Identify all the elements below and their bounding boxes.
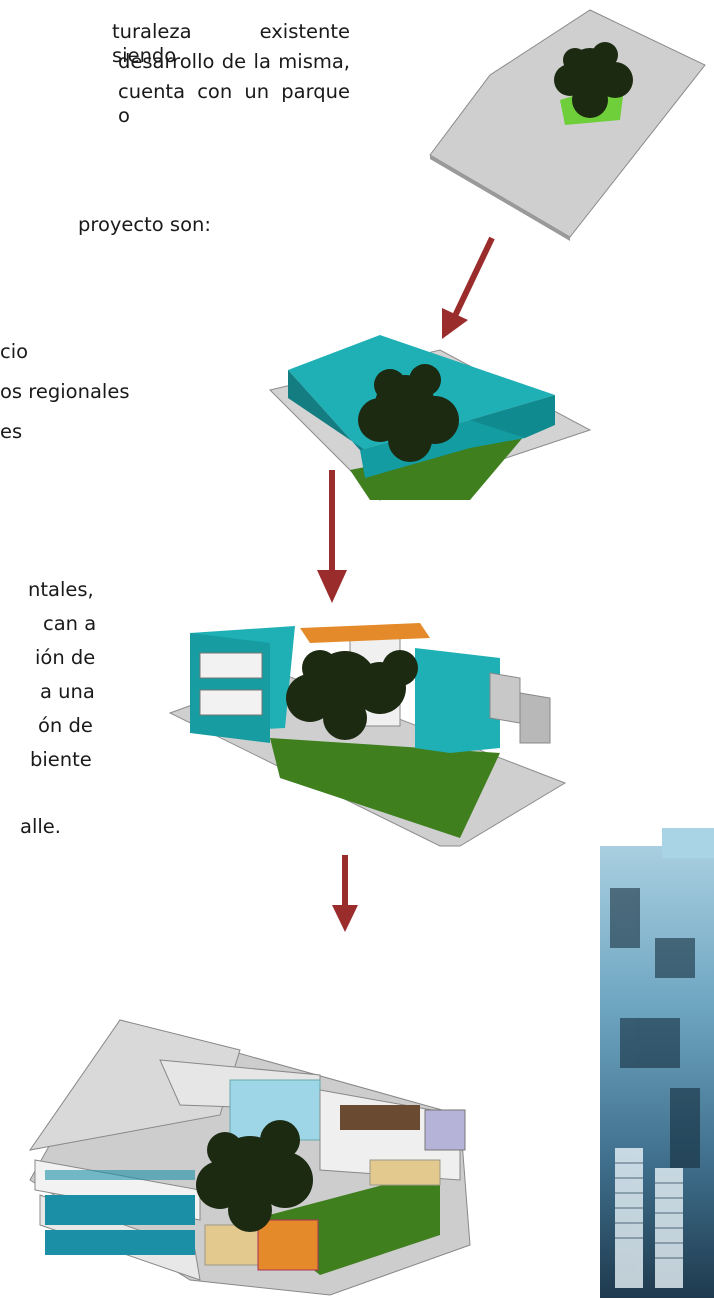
- paragraph-line: alle.: [20, 815, 61, 838]
- paragraph-line: proyecto son:: [78, 213, 211, 236]
- paragraph-line: ión de: [35, 646, 96, 669]
- aerial-photo-thumbnail: [600, 828, 714, 1298]
- list-item: cio: [0, 340, 29, 363]
- paragraph-line: a una: [40, 680, 95, 703]
- stage-1-slab-model: [429, 9, 706, 241]
- tree-icon: [554, 42, 633, 118]
- paragraph-line: biente: [30, 748, 92, 771]
- paragraph-line: ntales,: [28, 578, 94, 601]
- arrow-down-icon: [442, 236, 495, 339]
- stage-4-final-building-model: [28, 1019, 471, 1296]
- tree-icon: [286, 650, 418, 740]
- tree-icon: [358, 364, 459, 462]
- paragraph-line: can a: [43, 612, 97, 635]
- list-item: es: [0, 420, 23, 443]
- paragraph-line: cuenta con un parque o: [118, 80, 350, 127]
- list-item: os regionales: [0, 380, 130, 403]
- arrow-down-icon: [332, 855, 358, 932]
- paragraph-line: turaleza existente siendo: [112, 20, 350, 67]
- window-strips: [45, 1170, 195, 1255]
- arrow-down-icon: [317, 470, 347, 603]
- stage-3-building-model: [168, 623, 567, 847]
- paragraph-line: desarrollo de la misma,: [118, 50, 350, 73]
- stage-2-volume-model: [269, 335, 592, 501]
- paragraph-line: ón de: [38, 714, 93, 737]
- tree-icon: [196, 1120, 313, 1232]
